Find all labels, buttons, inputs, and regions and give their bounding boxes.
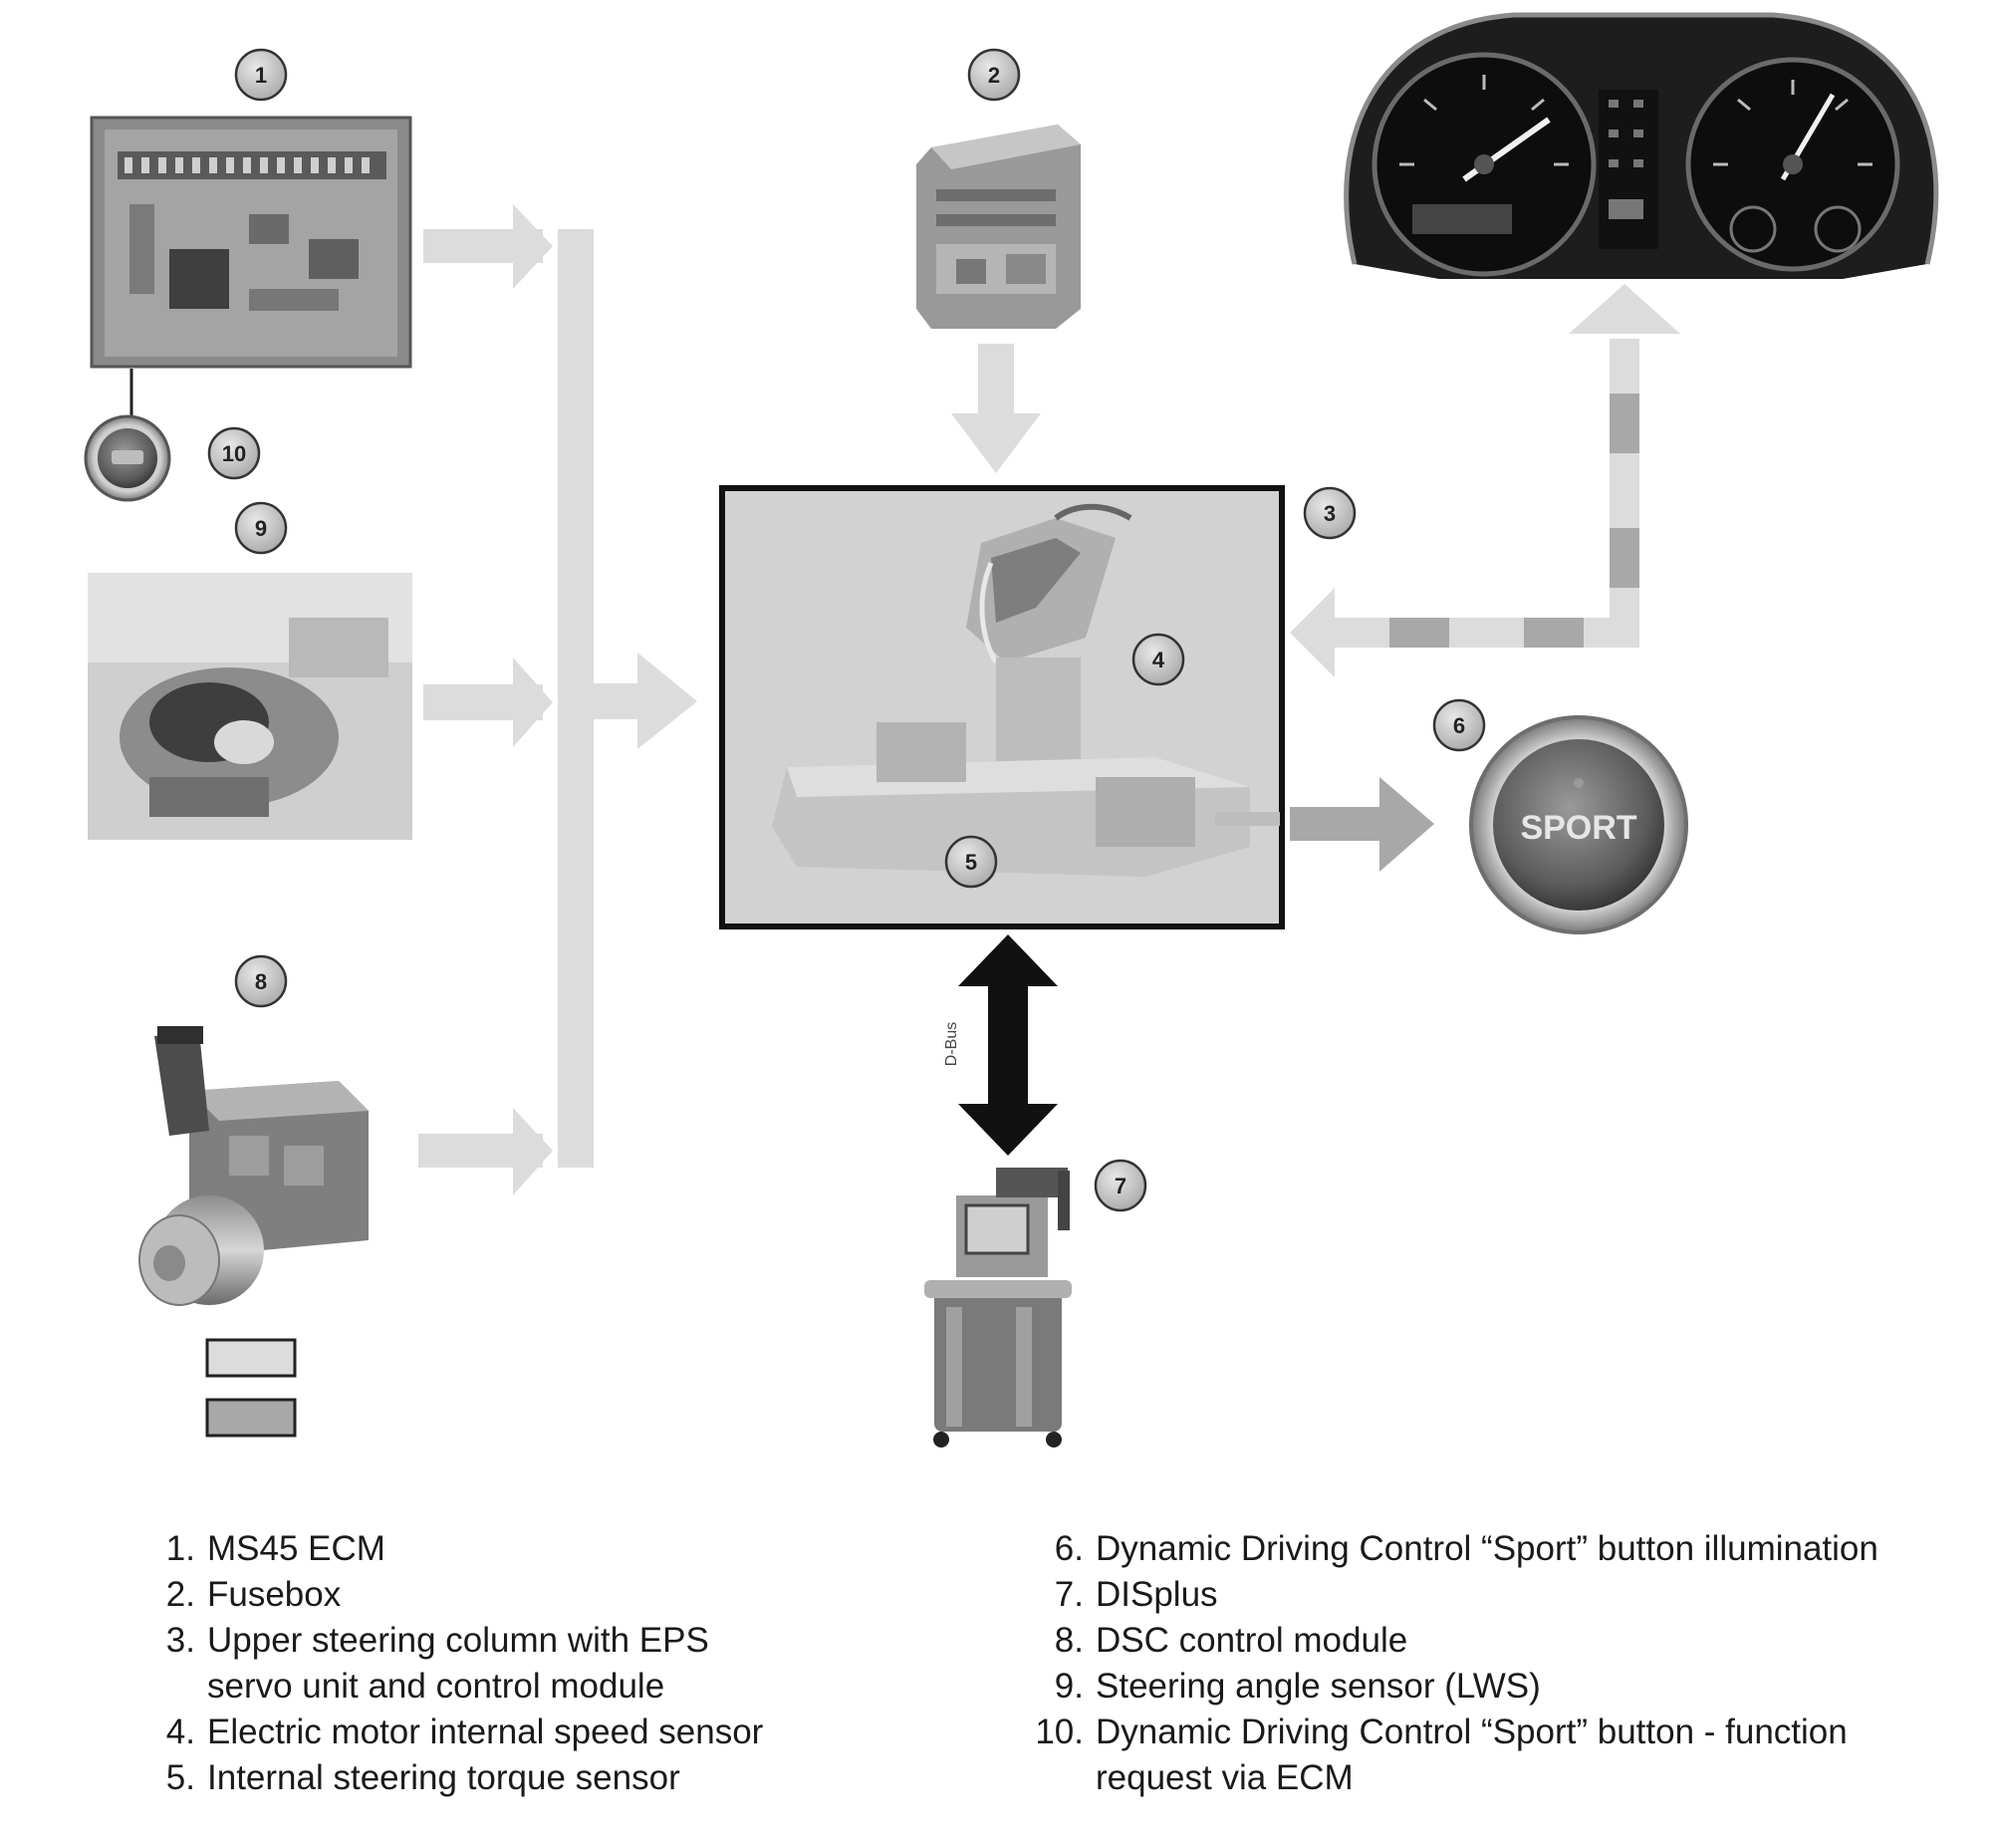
callout-7: 7 xyxy=(1094,1159,1147,1212)
svg-text:6: 6 xyxy=(1453,713,1465,738)
sport-button-small-image xyxy=(84,414,171,502)
input-arrows xyxy=(418,204,1041,1195)
light-signal-swatch xyxy=(205,1338,297,1378)
legend-item: 10.Dynamic Driving Control “Sport” butto… xyxy=(1035,1713,1848,1751)
instrument-cluster-image xyxy=(1344,12,1939,279)
svg-text:9: 9 xyxy=(255,516,267,541)
svg-text:10: 10 xyxy=(222,441,246,466)
callout-5: 5 xyxy=(944,835,998,889)
ecm-module-image xyxy=(90,116,412,430)
svg-text:4: 4 xyxy=(1152,648,1165,672)
callout-4: 4 xyxy=(1131,633,1185,686)
legend-item-continued: servo unit and control module xyxy=(207,1667,665,1706)
steering-angle-sensor-image xyxy=(88,573,412,840)
fusebox-image xyxy=(916,125,1081,329)
dsc-module-image xyxy=(138,1026,369,1306)
svg-text:7: 7 xyxy=(1115,1174,1126,1198)
legend-item: 6.Dynamic Driving Control “Sport” button… xyxy=(1054,1529,1878,1568)
legend-item-continued: request via ECM xyxy=(1096,1758,1354,1797)
callout-6: 6 xyxy=(1432,698,1486,752)
eps-column-box xyxy=(719,485,1285,929)
legend-left: 1.MS45 ECM 2.Fusebox 3.Upper steering co… xyxy=(149,1526,906,1801)
legend-right: 6.Dynamic Driving Control “Sport” button… xyxy=(1018,1526,1974,1801)
callout-2: 2 xyxy=(967,48,1021,102)
callout-1: 1 xyxy=(234,48,288,102)
svg-text:2: 2 xyxy=(988,63,1000,88)
legend-item: 5.Internal steering torque sensor xyxy=(165,1758,680,1797)
sport-button-large-image: SPORT xyxy=(1469,715,1688,934)
legend-swatches xyxy=(205,1338,297,1438)
legend-item: 3.Upper steering column with EPS xyxy=(165,1621,709,1660)
eps-system-diagram: D-Bus xyxy=(84,12,1939,1448)
svg-text:5: 5 xyxy=(965,850,977,875)
callout-10: 10 xyxy=(207,426,261,480)
dark-signal-swatch xyxy=(205,1398,297,1438)
bus-arrow-cluster xyxy=(1290,284,1680,677)
legend-item: 8.DSC control module xyxy=(1054,1621,1408,1660)
output-arrow-sport xyxy=(1290,777,1434,872)
legend-item: 4.Electric motor internal speed sensor xyxy=(165,1713,764,1751)
legend-item: 7.DISplus xyxy=(1054,1575,1218,1614)
svg-text:1: 1 xyxy=(255,63,267,88)
sport-button-label: SPORT xyxy=(1520,809,1636,847)
svg-text:8: 8 xyxy=(255,969,267,994)
legend-item: 2.Fusebox xyxy=(165,1575,342,1614)
legend-item: 9.Steering angle sensor (LWS) xyxy=(1054,1667,1541,1706)
callout-8: 8 xyxy=(234,954,288,1008)
callout-9: 9 xyxy=(234,501,288,555)
callout-3: 3 xyxy=(1303,486,1357,540)
dbus-label: D-Bus xyxy=(943,1022,960,1066)
legend-item: 1.MS45 ECM xyxy=(165,1529,385,1568)
dbus-arrow xyxy=(958,934,1058,1156)
svg-text:3: 3 xyxy=(1324,501,1336,526)
displus-tester-image xyxy=(924,1168,1072,1448)
